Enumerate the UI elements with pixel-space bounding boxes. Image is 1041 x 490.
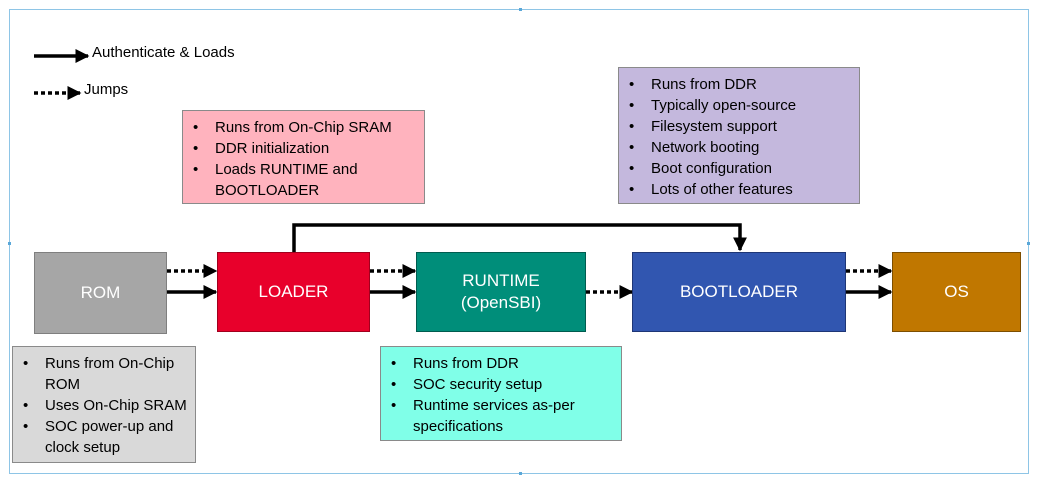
runtime-note: Runs from DDR SOC security setup Runtime… <box>380 346 622 441</box>
loader-note: Runs from On-Chip SRAM DDR initializatio… <box>182 110 425 204</box>
runtime-note-item: Runs from DDR <box>391 353 613 374</box>
rom-note-item: Runs from On-Chip ROM <box>23 353 185 395</box>
runtime-note-item: SOC security setup <box>391 374 613 395</box>
bootloader-note-item: Filesystem support <box>629 116 851 137</box>
frame-handle-left[interactable] <box>8 242 11 245</box>
bootloader-note-item: Network booting <box>629 137 851 158</box>
frame-handle-right[interactable] <box>1027 242 1030 245</box>
rom-note-item: Uses On-Chip SRAM <box>23 395 187 416</box>
bootloader-note-item: Typically open-source <box>629 95 851 116</box>
frame-handle-top[interactable] <box>519 8 522 11</box>
loader-box: LOADER <box>217 252 370 332</box>
legend-dotted-label: Jumps <box>84 81 129 98</box>
os-box: OS <box>892 252 1021 332</box>
rom-box: ROM <box>34 252 167 334</box>
runtime-note-item: Runtime services as-per specifications <box>391 395 603 437</box>
bootloader-note-item: Lots of other features <box>629 179 851 200</box>
frame-handle-bottom[interactable] <box>519 472 522 475</box>
runtime-sublabel: (OpenSBI) <box>460 293 542 312</box>
rom-note: Runs from On-Chip ROM Uses On-Chip SRAM … <box>12 346 196 463</box>
loader-bootloader-load-arrow <box>292 223 747 252</box>
bootloader-label: BOOTLOADER <box>679 282 799 301</box>
runtime-box: RUNTIME (OpenSBI) <box>416 252 586 332</box>
bootloader-note: Runs from DDR Typically open-source File… <box>618 67 860 204</box>
os-label: OS <box>944 282 969 301</box>
loader-note-item: DDR initialization <box>193 138 416 159</box>
bootloader-note-item: Boot configuration <box>629 158 851 179</box>
loader-note-item: Loads RUNTIME and BOOTLOADER <box>193 159 385 201</box>
legend-solid-label: Authenticate & Loads <box>92 44 235 61</box>
rom-note-item: SOC power-up and clock setup <box>23 416 195 458</box>
loader-note-item: Runs from On-Chip SRAM <box>193 117 416 138</box>
runtime-label: RUNTIME <box>462 271 540 290</box>
bootloader-box: BOOTLOADER <box>632 252 846 332</box>
loader-label: LOADER <box>258 282 329 301</box>
bootloader-note-item: Runs from DDR <box>629 74 851 95</box>
rom-label: ROM <box>80 283 121 302</box>
